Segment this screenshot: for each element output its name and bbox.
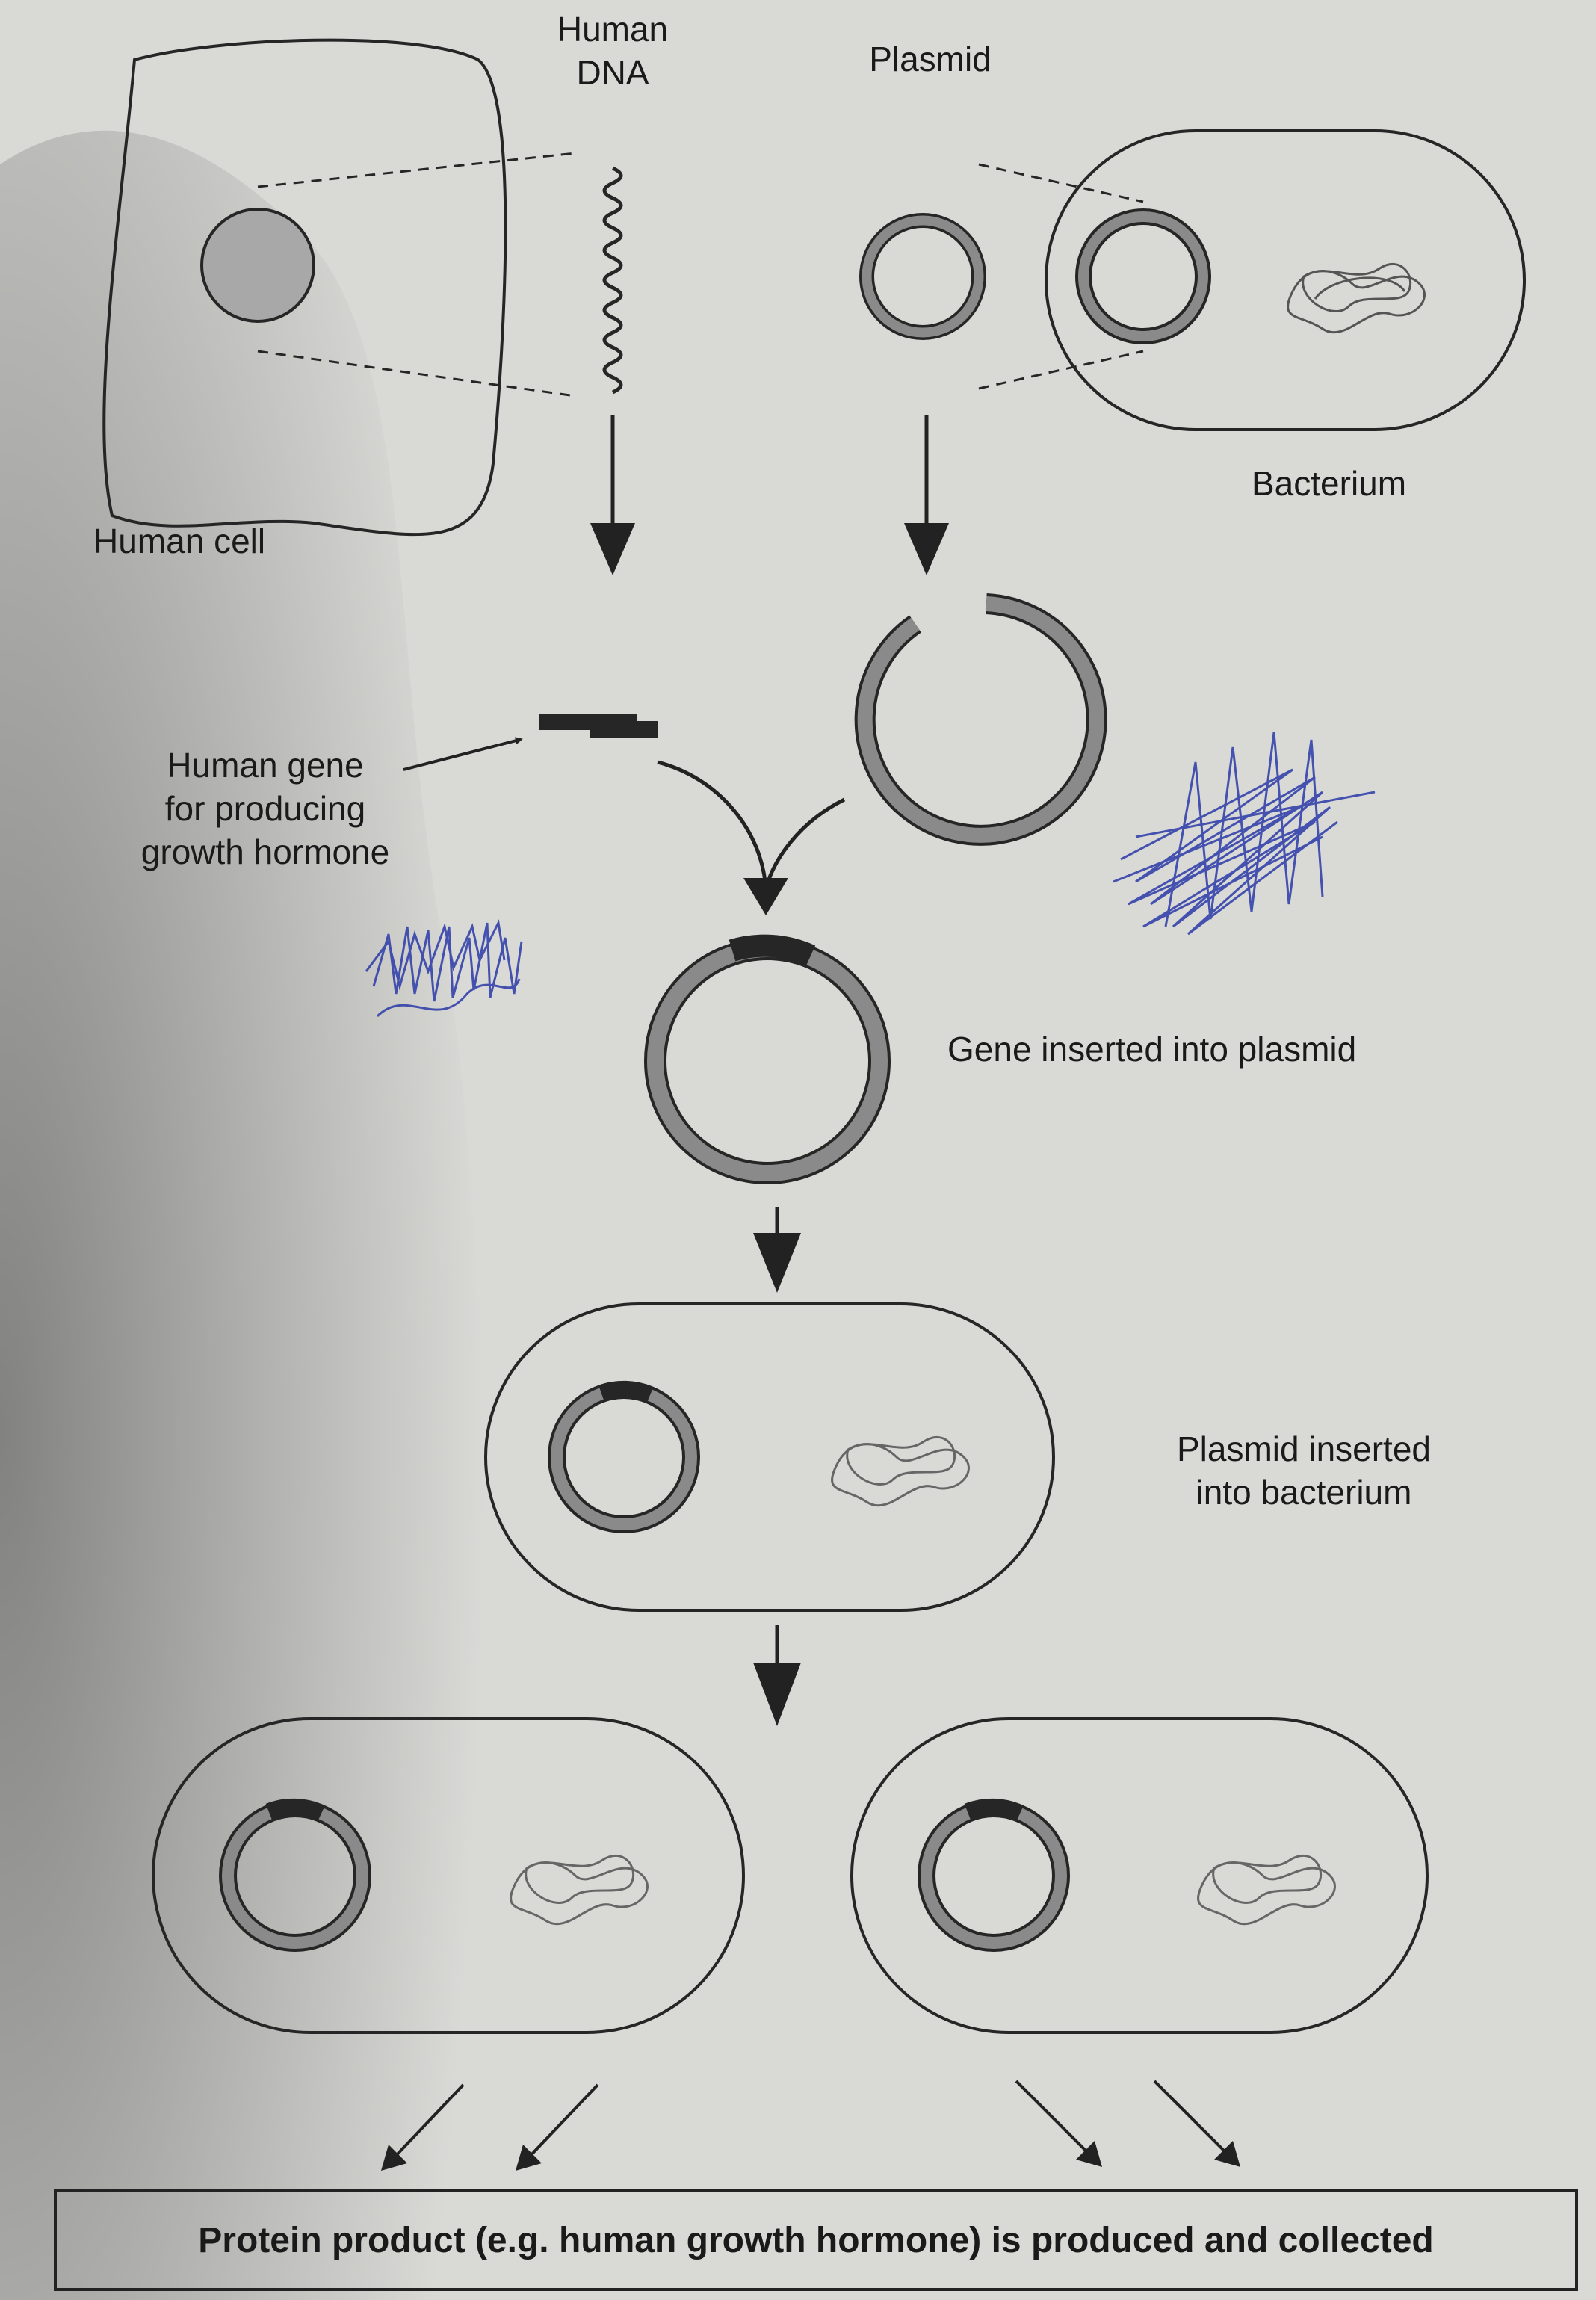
output-arrow-1-head — [381, 2145, 407, 2171]
daughter-left-chromosome — [510, 1855, 649, 1926]
ink-scribble-left — [365, 919, 523, 1018]
arrow-plasmid-head — [904, 523, 949, 575]
merge-arrow-left — [657, 760, 768, 890]
cut-plasmid-inner — [857, 596, 1104, 843]
output-arrow-4 — [1153, 2080, 1231, 2157]
caption-box: Protein product (e.g. human growth hormo… — [54, 2189, 1578, 2291]
donor-plasmid-inner — [1078, 211, 1208, 341]
output-arrow-4-head — [1214, 2141, 1240, 2167]
page-shadow — [0, 130, 538, 2300]
caption-text: Protein product (e.g. human growth hormo… — [198, 2220, 1434, 2260]
host-chromosome — [831, 1436, 970, 1507]
output-arrow-3 — [1015, 2080, 1092, 2157]
host-plasmid-inner — [551, 1384, 697, 1530]
donor-bacterium — [1045, 129, 1526, 431]
human-cell — [102, 38, 507, 537]
arrow-to-host-head — [753, 1233, 801, 1293]
arrow-dna-head — [590, 523, 635, 575]
plasmid-free-inner — [862, 215, 984, 338]
daughter-bacterium-left — [152, 1717, 745, 2034]
plasmid-inserted-label: Plasmid inserted into bacterium — [1176, 1429, 1432, 1512]
daughter-right-plasmid-inner — [921, 1802, 1067, 1949]
plasmid-guide-bottom — [978, 350, 1144, 390]
gene-pointer-arrow — [403, 737, 523, 771]
bacterium-label: Bacterium — [1252, 464, 1407, 503]
plasmid-guide-top — [978, 163, 1144, 203]
output-arrow-2-head — [516, 2145, 542, 2171]
recombinant-gene-insert — [729, 934, 816, 966]
human-gene-label: Human gene for producing growth hormone — [140, 746, 390, 871]
host-bacterium — [484, 1302, 1055, 1612]
human-cell-label: Human cell — [93, 522, 266, 560]
daughter-right-insert — [964, 1798, 1024, 1823]
donor-chromosome — [1287, 263, 1426, 334]
merge-arrow-right — [764, 797, 846, 890]
arrow-to-division-head — [753, 1663, 801, 1726]
daughter-left-insert — [265, 1798, 325, 1823]
daughter-bacterium-right — [850, 1717, 1429, 2034]
merge-arrow-head — [743, 878, 788, 915]
host-plasmid-insert — [598, 1380, 654, 1404]
output-arrow-1 — [391, 2083, 465, 2161]
recombinant-plasmid-inner — [647, 941, 888, 1181]
output-arrow-2 — [525, 2083, 599, 2161]
daughter-right-chromosome — [1197, 1855, 1336, 1926]
ink-scribble-right — [1113, 732, 1376, 936]
human-cell-nucleus — [200, 208, 315, 323]
human-gene-segment-notch — [590, 721, 658, 738]
human-dna-strand — [602, 166, 623, 395]
human-dna-label: Human DNA — [557, 10, 669, 92]
output-arrow-3-head — [1076, 2141, 1102, 2167]
zoom-guide-top — [257, 152, 576, 188]
plasmid-label: Plasmid — [869, 40, 992, 78]
gene-inserted-label: Gene inserted into plasmid — [947, 1030, 1357, 1069]
